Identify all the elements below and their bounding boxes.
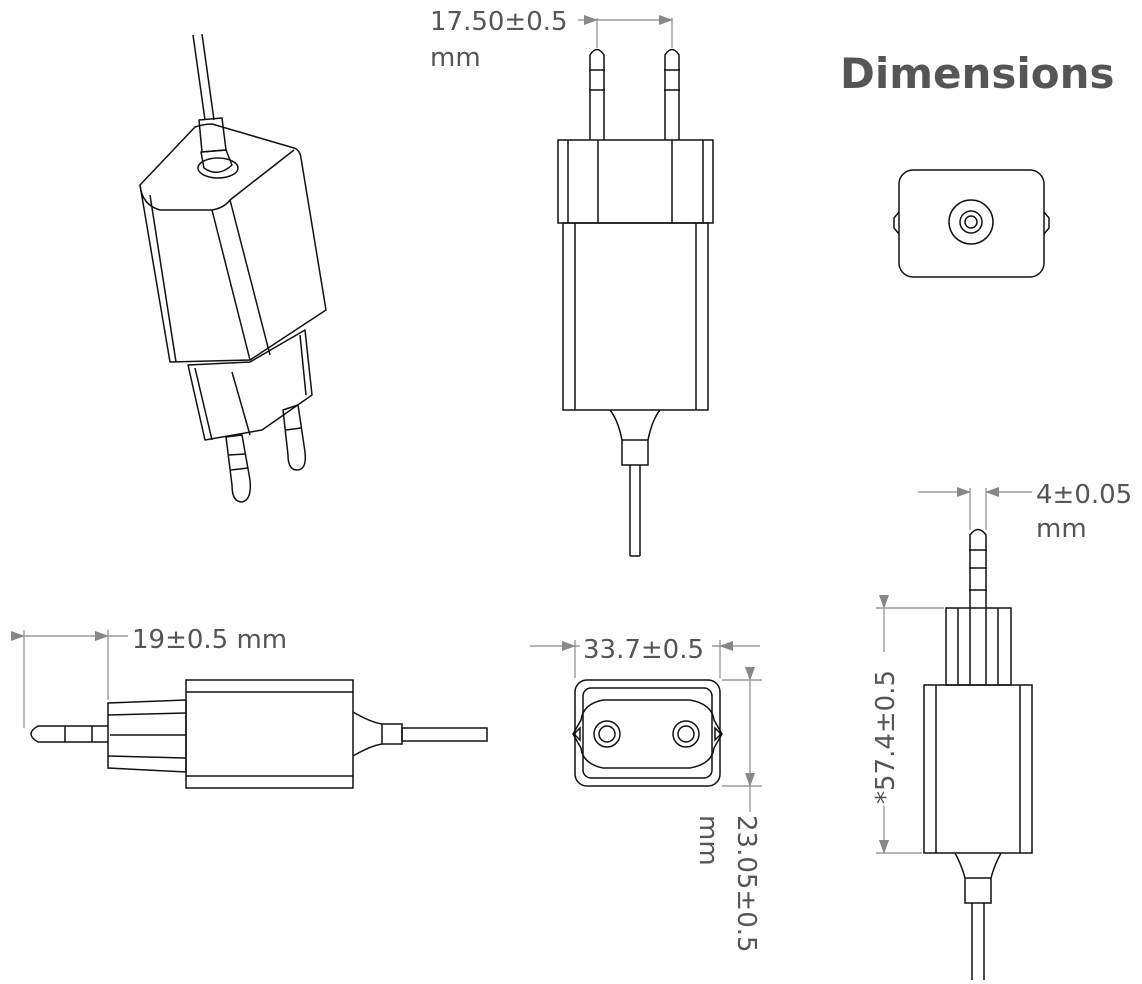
pin-diameter-dimension: [918, 487, 1032, 530]
face-height-value: 23.05±0.5: [731, 815, 761, 953]
isometric-view: [139, 33, 327, 503]
face-width-value: 33.7±0.5: [583, 635, 704, 665]
face-height-unit: mm: [693, 815, 723, 866]
pin-spacing-dimension: [578, 15, 673, 48]
pin-diameter-unit: mm: [1036, 514, 1087, 544]
body-height-value: *57.4±0.5: [871, 670, 901, 804]
pin-length-value: 19±0.5 mm: [132, 625, 287, 655]
face-width-dimension: [530, 640, 760, 678]
top-view: [893, 169, 1050, 278]
pin-spacing-value: 17.50±0.5: [430, 7, 568, 37]
right-side-view: [923, 528, 1033, 980]
pin-diameter-value: 4±0.05: [1036, 480, 1132, 510]
pin-length-dimension: [11, 630, 128, 728]
page-title: Dimensions: [840, 49, 1115, 98]
plug-face-view: [572, 679, 723, 787]
side-view: [30, 679, 488, 789]
face-height-dimension: [722, 667, 762, 812]
pin-spacing-unit: mm: [430, 43, 481, 73]
front-view: [557, 48, 714, 557]
